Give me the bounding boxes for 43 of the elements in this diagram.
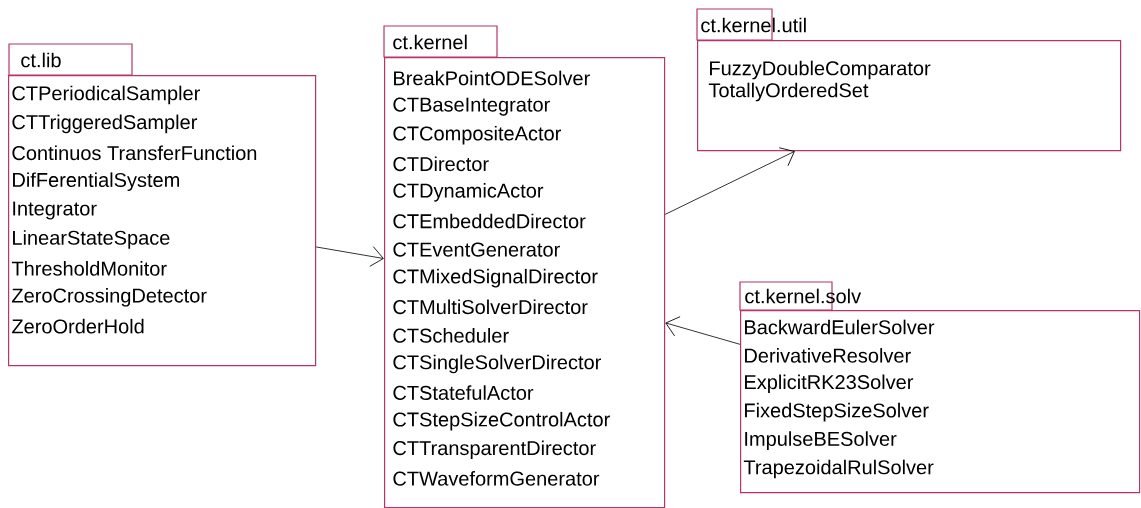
class-name: TotallyOrderedSet [708,82,869,102]
package-box [739,281,1141,494]
package-box [383,25,666,508]
class-name: CTDynamicActor [393,183,544,202]
class-name: CTStatefulActor [393,385,534,400]
package-name: ct.lib [21,52,61,68]
class-name: DerivativeResolver [745,348,911,363]
class-name: FuzzyDoubleComparator [710,60,931,80]
class-name: ZeroCrossingDetector [12,287,207,307]
package-name: ct.kernel.solv [745,288,862,304]
class-name: CTScheduler [393,328,509,343]
class-name: Integrator [13,201,97,220]
class-name: CTMultiSolverDirector [393,299,588,315]
class-name: CTMixedSignalDirector [393,268,598,288]
arrow [315,246,384,267]
class-name: CTBaseIntegrator [393,97,550,116]
class-name: CTPeriodicalSampler [12,85,200,105]
class-name: DifFerentialSystem [13,172,179,191]
class-name: CTEventGenerator [393,242,560,257]
class-name: ZeroOrderHold [12,318,144,334]
class-name: ImpulseBESolver [745,431,897,450]
class-name: CTSingleSolverDirector [393,354,601,374]
class-name: LinearStateSpace [13,230,170,249]
package-box [8,43,317,367]
class-name: BreakPointODESolver [394,70,590,86]
arrow [664,147,795,215]
class-name: Continuos TransferFunction [12,145,257,161]
class-name: TrapezoidalRulSolver [743,459,934,479]
class-name: CTTriggeredSampler [12,114,198,134]
class-name: CTTransparentDirector [393,440,596,460]
class-name: CTStepSizeControlActor [393,411,610,431]
package-name: ct.kernel [393,34,467,50]
class-name: CTCompositeActor [393,125,561,145]
class-name: ThresholdMonitor [11,261,167,276]
package-box [696,8,1122,152]
arrow [665,316,741,345]
class-name: CTWaveformGenerator [393,471,600,486]
class-name: FixedStepSizeSolver [745,402,929,422]
package-name: ct.kernel.util [701,17,806,33]
class-name: CTEmbeddedDirector [393,213,586,229]
class-name: ExplicitRK23Solver [745,374,914,394]
class-name: CTDirector [393,156,489,172]
class-name: BackwardEulerSolver [745,319,935,335]
